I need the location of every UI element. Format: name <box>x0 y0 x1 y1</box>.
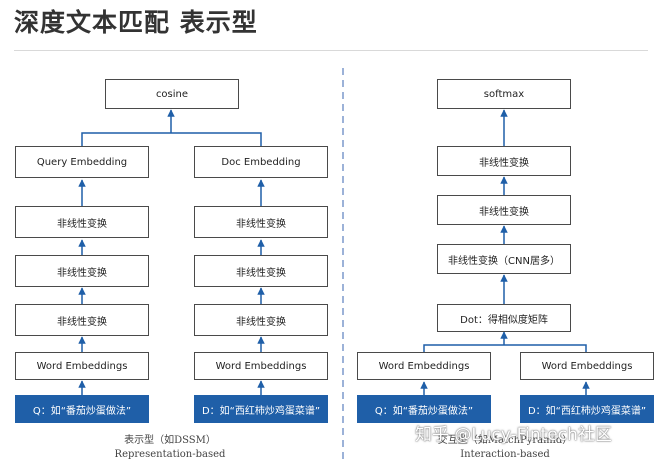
softmax-node: softmax <box>437 79 571 109</box>
interaction-doc-input-node: D：如“西红柿炒鸡蛋菜谱” <box>520 395 654 423</box>
interaction-nonlinear-node-1: 非线性变换 <box>437 195 571 225</box>
doc-word-embeddings-node: Word Embeddings <box>194 352 328 380</box>
right-caption-cn: 交互型（如MatchPyramid） <box>437 435 573 446</box>
doc-nonlinear-node-2: 非线性变换 <box>194 255 328 287</box>
page-title: 深度文本匹配 表示型 <box>14 8 258 37</box>
query-word-embeddings-node: Word Embeddings <box>15 352 149 380</box>
query-nonlinear-node-2: 非线性变换 <box>15 255 149 287</box>
dot-similarity-node: Dot：得相似度矩阵 <box>437 304 571 332</box>
interaction-nonlinear-node-2: 非线性变换 <box>437 146 571 176</box>
query-nonlinear-node-3: 非线性变换 <box>15 206 149 238</box>
doc-nonlinear-node-3: 非线性变换 <box>194 206 328 238</box>
query-embedding-node: Query Embedding <box>15 146 149 178</box>
interaction-doc-embeddings-node: Word Embeddings <box>520 352 654 380</box>
doc-input-node: D：如“西红柿炒鸡蛋菜谱” <box>194 395 328 423</box>
interaction-cnn-node: 非线性变换（CNN居多） <box>437 244 571 274</box>
doc-nonlinear-node-1: 非线性变换 <box>194 304 328 336</box>
left-caption: 表示型（如DSSM） Representation-based <box>75 434 265 462</box>
right-caption-en: Interaction-based <box>460 449 550 460</box>
left-caption-cn: 表示型（如DSSM） <box>124 435 216 446</box>
query-nonlinear-node-1: 非线性变换 <box>15 304 149 336</box>
query-input-node: Q：如“番茄炒蛋做法” <box>15 395 149 423</box>
interaction-query-embeddings-node: Word Embeddings <box>357 352 491 380</box>
zhihu-watermark: 知乎 @Lucy-Fintech社区 <box>415 425 612 445</box>
title-divider <box>14 50 648 51</box>
interaction-query-input-node: Q：如“番茄炒蛋做法” <box>357 395 491 423</box>
cosine-node: cosine <box>105 79 239 109</box>
doc-embedding-node: Doc Embedding <box>194 146 328 178</box>
left-caption-en: Representation-based <box>114 449 226 460</box>
right-caption: 交互型（如MatchPyramid） Interaction-based <box>410 434 600 462</box>
